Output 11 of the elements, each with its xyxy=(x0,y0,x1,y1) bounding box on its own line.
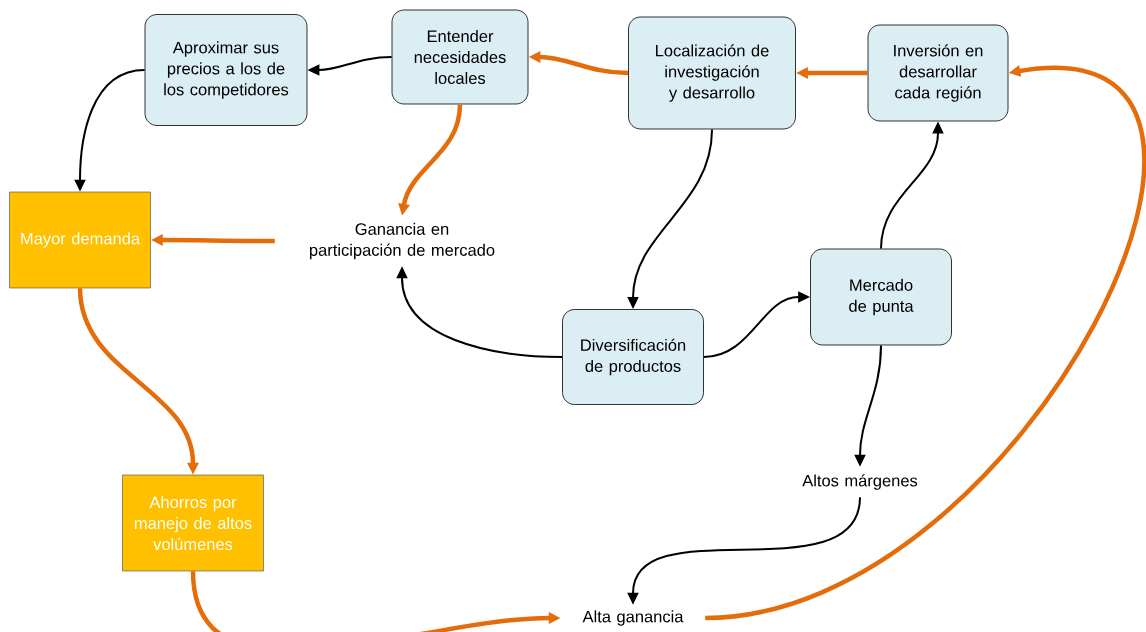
highlight-box: Ahorros por manejo de altos volúmenes xyxy=(122,474,264,572)
text-label: Ganancia en participación de mercado xyxy=(310,222,495,260)
process-box: Entender necesidades locales xyxy=(391,9,529,105)
process-box: Inversión en desarrollar cada región xyxy=(867,24,1009,122)
process-box: Localización de investigación y desarrollo xyxy=(628,16,796,130)
process-box: Mercado de punta xyxy=(810,248,952,346)
text-label: Altos márgenes xyxy=(802,474,918,490)
process-box: Aproximar sus precios a los de los competidores xyxy=(144,14,308,126)
highlight-box: Mayor demanda xyxy=(9,191,151,289)
text-label: Alta ganancia xyxy=(582,610,684,626)
process-box: Diversificación de productos xyxy=(562,309,704,405)
